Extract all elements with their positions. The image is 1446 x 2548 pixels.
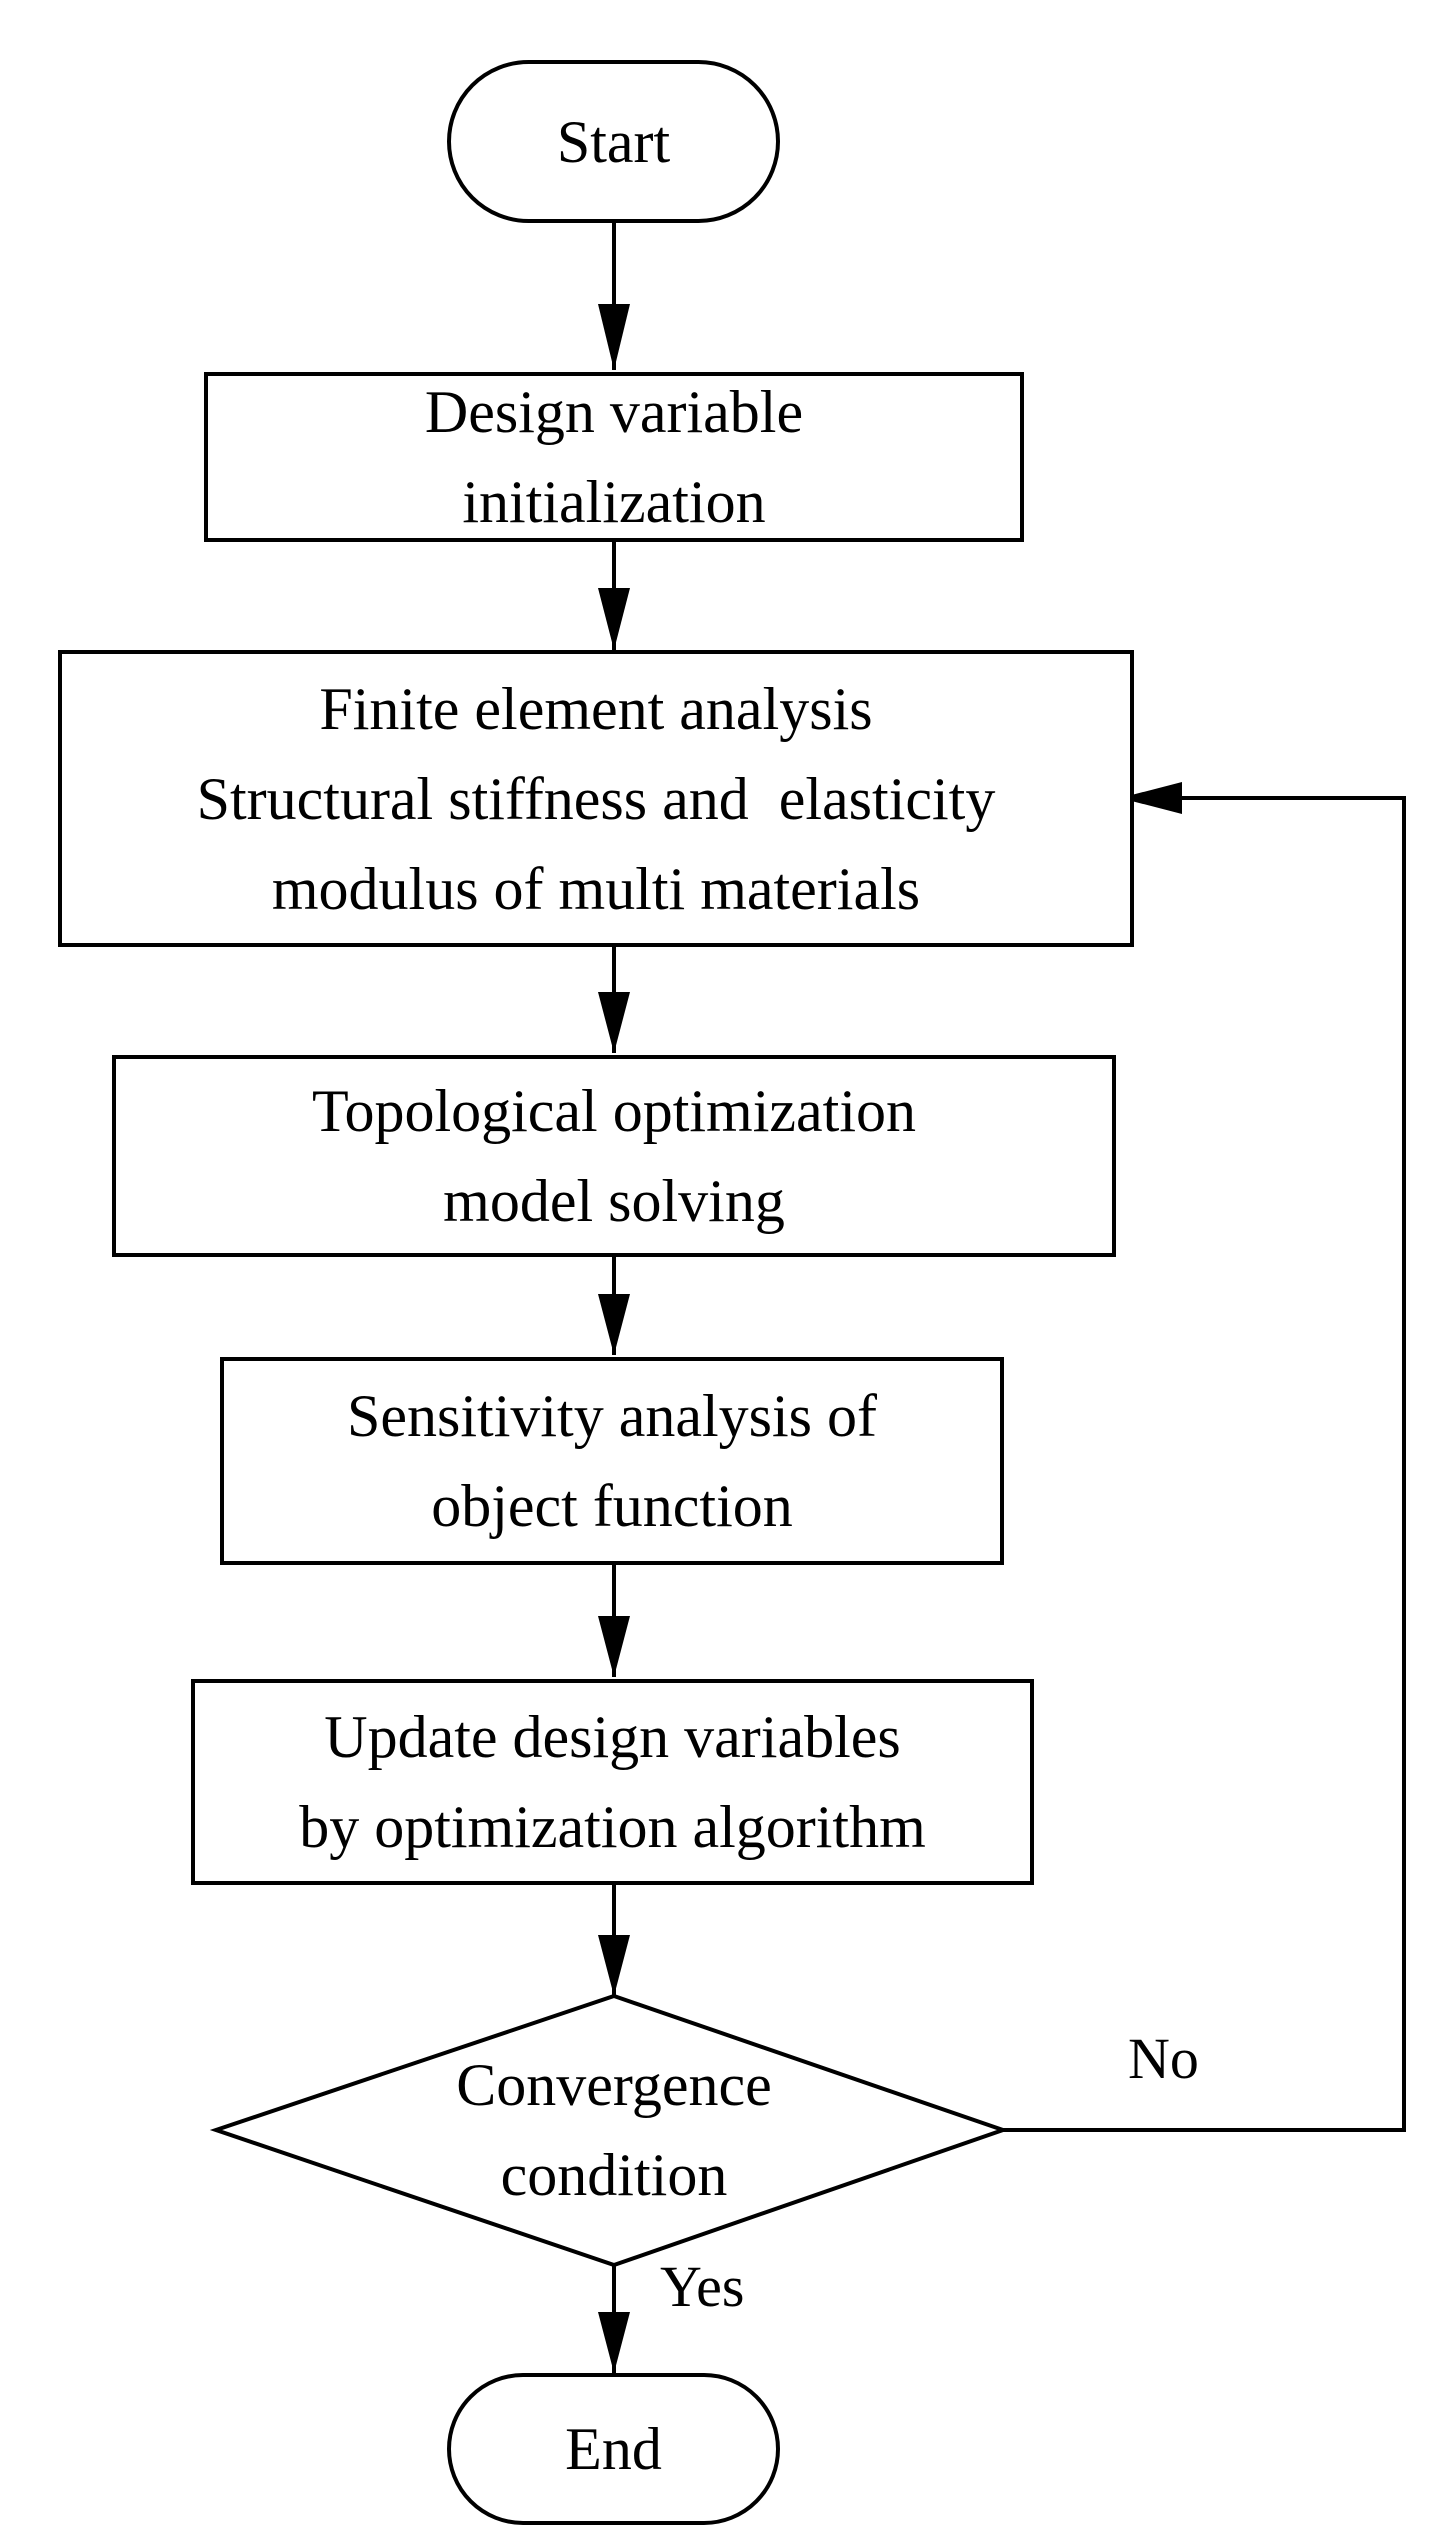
init-line-2: initialization <box>462 469 766 535</box>
update-box: Update design variables by optimization … <box>191 1679 1034 1885</box>
arrowhead-conv-to-end <box>598 2312 630 2373</box>
update-line-2: by optimization algorithm <box>299 1794 926 1860</box>
connectors <box>598 222 1406 2373</box>
end-label: End <box>565 2416 662 2482</box>
arrowhead-start-to-init <box>598 304 630 370</box>
start-label: Start <box>556 108 671 175</box>
edge-label-no: No <box>1128 2026 1199 2091</box>
end-node: End <box>447 2373 780 2525</box>
arrowhead-sens-to-update <box>598 1616 630 1677</box>
convergence-decision: Convergence condition <box>360 2030 868 2230</box>
conv-line-1: Convergence <box>456 2052 772 2118</box>
topo-line-1: Topological optimization <box>311 1078 916 1144</box>
sens-line-2: object function <box>431 1473 793 1539</box>
arrowhead-fea-to-topo <box>598 992 630 1053</box>
conv-line-2: condition <box>500 2142 728 2208</box>
arrowhead-topo-to-sens <box>598 1294 630 1355</box>
sens-box: Sensitivity analysis of object function <box>220 1357 1004 1565</box>
fea-line-3: modulus of multi materials <box>271 855 921 922</box>
fea-line-1: Finite element analysis <box>319 675 873 742</box>
init-line-1: Design variable <box>424 379 804 445</box>
decision-diamond <box>209 1993 1010 2268</box>
topo-line-2: model solving <box>443 1168 785 1234</box>
arrowhead-update-to-conv <box>598 1935 630 1996</box>
init-box: Design variable initialization <box>204 372 1024 542</box>
update-line-1: Update design variables <box>324 1704 901 1770</box>
feedback-loop-no <box>1003 796 1406 2132</box>
arrowhead-feedback <box>1120 782 1182 814</box>
fea-line-2: Structural stiffness and elasticity <box>196 765 996 832</box>
arrowhead-init-to-fea <box>598 588 630 650</box>
topo-box: Topological optimization model solving <box>112 1055 1116 1257</box>
sens-line-1: Sensitivity analysis of <box>347 1383 877 1449</box>
edge-label-yes: Yes <box>660 2254 745 2319</box>
start-node: Start <box>447 60 780 223</box>
fea-box: Finite element analysis Structural stiff… <box>58 650 1134 947</box>
